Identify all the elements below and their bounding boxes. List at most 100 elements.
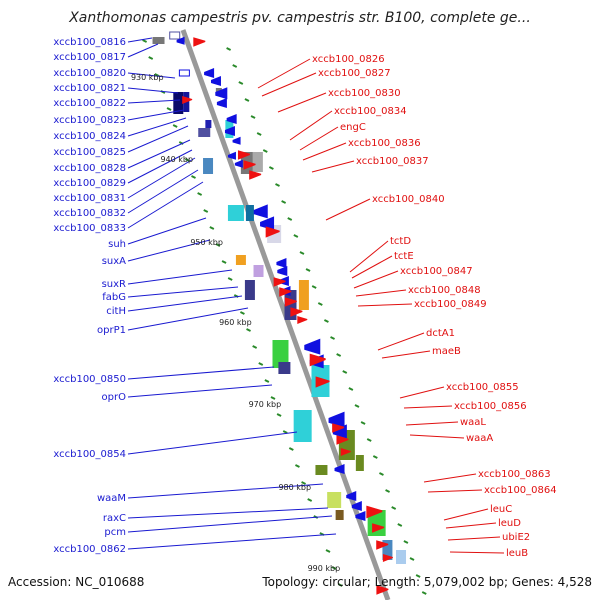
left-leader-lines xyxy=(127,37,337,550)
map-title: Xanthomonas campestris pv. campestris st… xyxy=(69,10,531,26)
tick-mark xyxy=(360,421,366,425)
gene-block xyxy=(298,280,309,310)
right-gene-label: dctA1 xyxy=(426,328,455,339)
right-gene-label: waaL xyxy=(460,417,486,428)
leader-line xyxy=(127,269,233,285)
gene-block xyxy=(253,265,264,277)
left-gene-label: xccb100_0832 xyxy=(53,208,126,219)
tick-mark xyxy=(166,107,172,111)
tick-mark xyxy=(299,251,305,255)
tick-mark xyxy=(325,549,331,553)
leader-line xyxy=(127,286,239,298)
tick-mark xyxy=(226,47,232,51)
reverse-gene-arrow xyxy=(273,277,286,287)
scale-label: 930 kbp xyxy=(131,73,164,82)
leader-line xyxy=(311,160,355,173)
right-gene-label: xccb100_0837 xyxy=(356,156,429,167)
right-gene-label: xccb100_0840 xyxy=(372,194,445,205)
leader-line xyxy=(289,110,333,141)
tick-mark xyxy=(276,413,282,417)
leader-line xyxy=(127,157,196,199)
forward-gene-arrow xyxy=(224,126,235,136)
leader-line xyxy=(127,169,199,214)
leader-line xyxy=(127,125,189,153)
left-gene-label: oprP1 xyxy=(97,325,126,336)
gene-block xyxy=(198,128,211,137)
leader-line xyxy=(427,489,483,493)
leader-line xyxy=(127,149,193,184)
tick-mark xyxy=(307,498,313,502)
leader-line xyxy=(127,87,179,94)
leader-line xyxy=(443,508,489,521)
leader-line xyxy=(261,72,317,97)
leader-line xyxy=(399,386,445,399)
forward-gene-arrow xyxy=(176,36,185,45)
left-gene-label: waaM xyxy=(97,493,126,504)
tick-mark xyxy=(409,557,415,561)
reverse-gene-arrow xyxy=(336,435,349,445)
scale-label: 950 kbp xyxy=(190,238,223,247)
tick-mark xyxy=(288,447,294,451)
gene-block xyxy=(169,31,181,40)
scale-label: 940 kbp xyxy=(160,155,193,164)
gene-block xyxy=(355,455,364,471)
tick-mark xyxy=(421,591,427,595)
gene-block xyxy=(315,465,328,475)
right-gene-label: xccb100_0847 xyxy=(400,266,473,277)
leader-line xyxy=(127,307,249,331)
tick-mark xyxy=(305,268,311,272)
tick-mark xyxy=(268,166,274,170)
tick-mark xyxy=(184,158,190,162)
reverse-gene-arrow xyxy=(332,423,345,433)
tick-mark xyxy=(142,39,148,43)
tick-mark xyxy=(264,379,270,383)
tick-mark xyxy=(317,302,323,306)
left-gene-label: xccb100_0816 xyxy=(53,37,126,48)
gene-block xyxy=(205,120,212,128)
tick-mark xyxy=(415,574,421,578)
leader-line xyxy=(423,473,477,483)
forward-gene-arrow xyxy=(227,151,236,160)
tick-marks xyxy=(142,39,427,595)
right-gene-label: xccb100_0856 xyxy=(454,401,527,412)
gene-block xyxy=(235,255,246,265)
tick-mark xyxy=(148,56,154,60)
scale-label: 960 kbp xyxy=(219,318,252,327)
gene-block xyxy=(178,69,190,77)
left-gene-label: xccb100_0862 xyxy=(53,544,126,555)
right-gene-label: engC xyxy=(340,122,366,133)
right-gene-label: xccb100_0848 xyxy=(408,285,481,296)
tick-mark xyxy=(379,472,384,476)
left-gene-label: xccb100_0850 xyxy=(53,374,126,385)
right-gene-label: ubiE2 xyxy=(502,532,530,543)
gene-block xyxy=(272,340,289,368)
tick-mark xyxy=(275,183,280,187)
forward-gene-arrow xyxy=(351,501,362,511)
leader-line xyxy=(127,37,153,43)
left-gene-label: xccb100_0825 xyxy=(53,147,126,158)
forward-gene-arrow xyxy=(210,76,221,86)
right-gene-label: xccb100_0863 xyxy=(478,469,551,480)
leader-line xyxy=(127,139,191,169)
left-gene-label: pcm xyxy=(104,527,126,538)
gene-block xyxy=(252,152,263,172)
leader-line xyxy=(355,289,407,297)
gene-features xyxy=(152,31,407,595)
leader-line xyxy=(351,255,393,279)
tick-mark xyxy=(342,370,348,374)
reverse-gene-arrow xyxy=(265,226,280,238)
leader-line xyxy=(449,551,505,554)
gene-block xyxy=(396,550,407,564)
tick-mark xyxy=(311,285,317,289)
right-gene-label: waaA xyxy=(466,433,493,444)
forward-gene-arrow xyxy=(234,159,243,168)
leader-line xyxy=(381,350,431,359)
tick-mark xyxy=(227,277,233,281)
tick-mark xyxy=(246,328,251,332)
leader-line xyxy=(377,332,425,351)
forward-gene-arrow xyxy=(334,464,345,474)
leader-line xyxy=(302,142,347,161)
tick-mark xyxy=(403,540,409,544)
left-gene-label: xccb100_0824 xyxy=(53,131,126,142)
